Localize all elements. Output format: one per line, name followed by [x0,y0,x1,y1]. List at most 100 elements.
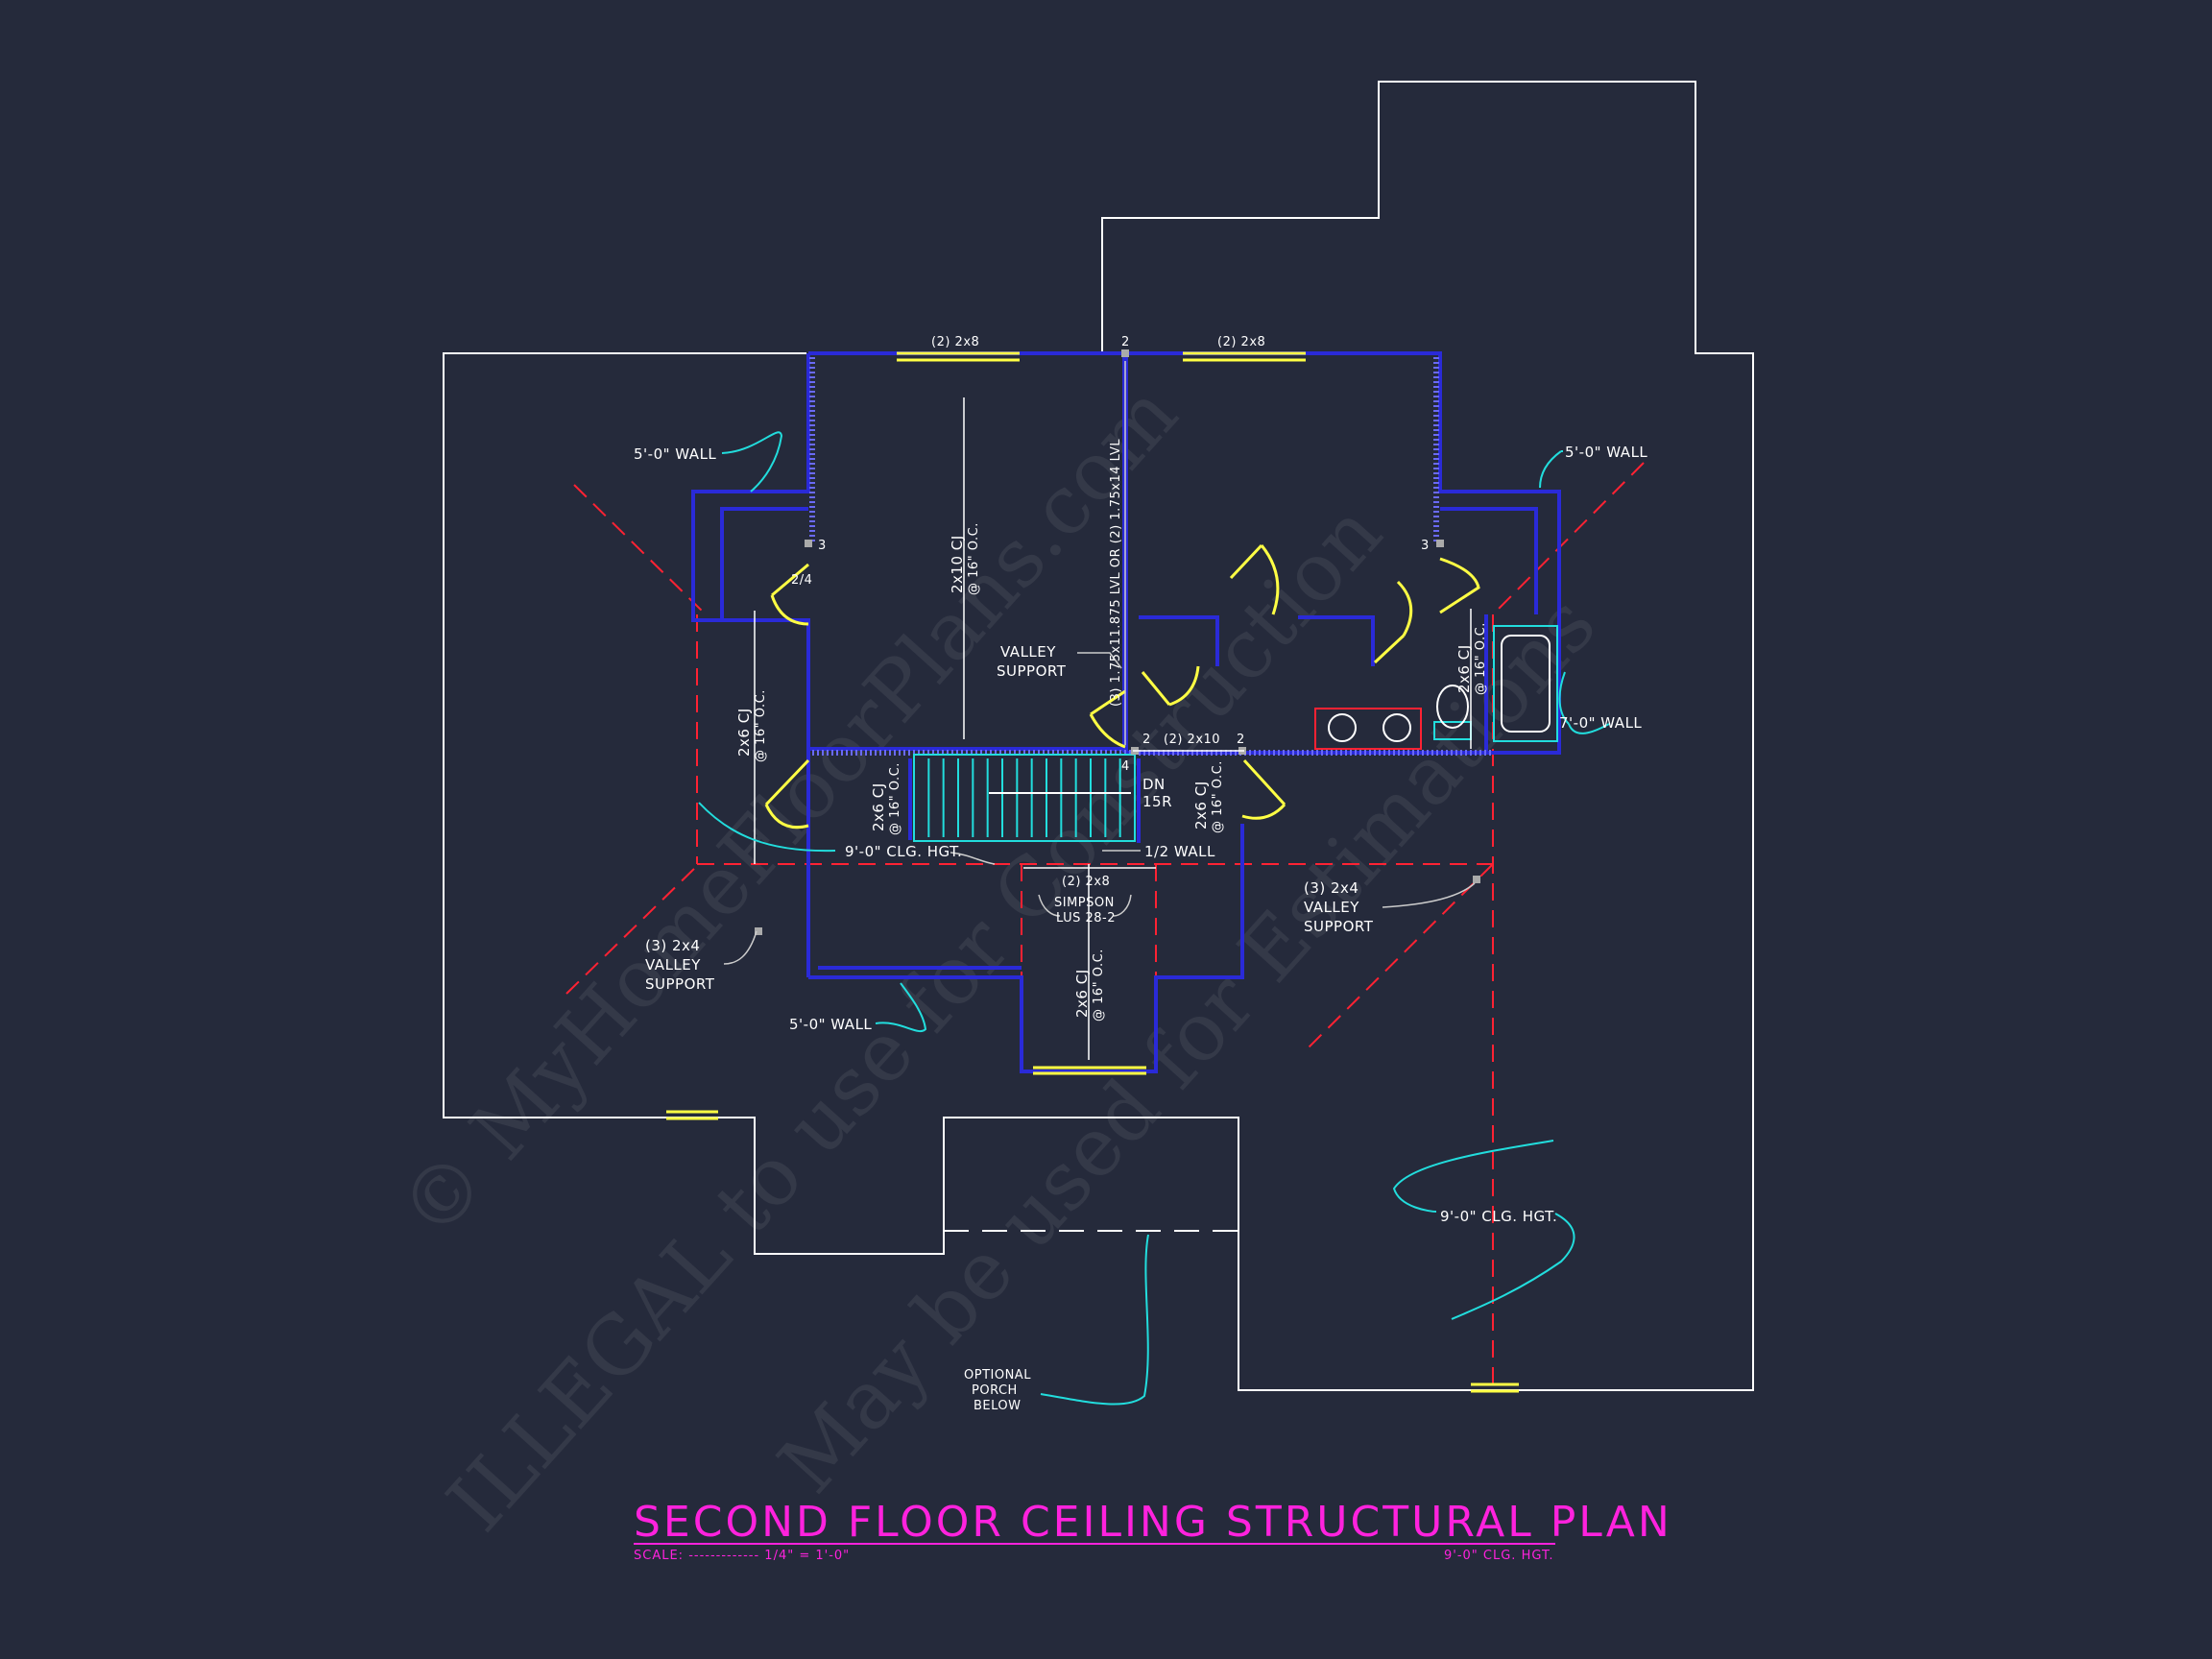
door-left-wing [770,563,809,626]
tub-outer [1493,625,1558,742]
label-valley-support: VALLEY [1000,643,1056,661]
valley-line-upper-left [573,484,707,615]
label-cj-2x6-b: 2x6 CJ [870,782,887,831]
stair-treads [927,758,1121,837]
valley-lines [565,462,1645,1390]
leaders [698,431,1610,1406]
ceiling-height-note: 9'-0" CLG. HGT. [1444,1549,1554,1563]
door-stair-right [1241,758,1286,820]
wall-front-room [808,824,1244,1073]
leader-valley-support [1077,652,1122,669]
stair [913,754,1136,842]
label-wall-bottom: 5'-0" WALL [789,1016,872,1033]
note-leaders [723,652,1476,965]
door-center [1089,689,1126,749]
label-post-3b: 3 [1421,539,1430,553]
title-block: SECOND FLOOR CEILING STRUCTURAL PLAN SCA… [634,1498,1672,1563]
wall-left-wing [691,353,810,758]
hatched-walls [809,357,1494,756]
post-left-wing [805,540,812,547]
wall-left-wing-inner [720,507,808,620]
valley-line-lower-left [565,863,700,995]
door-bedroom-b [1373,580,1413,664]
label-half-wall: 1/2 WALL [1144,843,1215,860]
leader-clg-left [698,802,836,853]
label-simpson-2: LUS 28-2 [1056,911,1116,926]
sink-right [1382,713,1411,742]
label-post-2c: 2 [1237,733,1245,747]
drawing-title: SECOND FLOOR CEILING STRUCTURAL PLAN [634,1498,1672,1547]
label-wall-left: 5'-0" WALL [634,445,716,463]
label-cj-2x6-e: 2x6 CJ [1073,969,1091,1018]
sink-left [1328,713,1357,742]
label-clg-right: 9'-0" CLG. HGT. [1440,1208,1557,1225]
label-porch-3: BELOW [974,1399,1022,1413]
leader-wall-7ft [1558,671,1610,734]
wall-bath [1298,615,1375,666]
leader-valley-right [1382,882,1476,908]
label-cj-2x6-c-oc: @ 16" O.C. [1211,760,1225,833]
post-top-center [1121,349,1129,357]
doors [764,543,1480,830]
roof-outline [443,81,1754,1391]
label-cj-2x6-b-oc: @ 16" O.C. [888,762,902,835]
leader-clg-right [1392,1140,1575,1320]
beams [666,351,1519,1393]
label-wall-right: 5'-0" WALL [1565,444,1647,461]
toilet-bowl [1436,685,1469,729]
door-right-wing [1439,557,1480,614]
label-valley-left-2: VALLEY [645,956,701,974]
label-cj-2x10: 2x10 CJ [949,535,966,593]
leader-simpson [1038,894,1132,917]
span-lines [754,361,1472,1060]
label-beam-2x10: (2) 2x10 [1164,733,1220,747]
label-valley-left-1: (3) 2x4 [645,937,700,954]
label-wall-7ft: 7'-0" WALL [1559,714,1642,732]
label-beam-center: (2) 2x8 [1062,875,1110,889]
label-valley-right-3: SUPPORT [1304,918,1374,935]
label-valley-right-1: (3) 2x4 [1304,879,1358,897]
stair-outline [913,754,1136,842]
label-cj-2x6-e-oc: @ 16" O.C. [1092,949,1106,1022]
label-simpson-1: SIMPSON [1054,896,1115,910]
wall-right-inner [1440,507,1538,614]
bath-fixtures [1314,625,1558,750]
valley-line-lower-right [1307,863,1494,1049]
vanity [1314,708,1422,750]
post-valley-left [755,927,762,935]
label-valley-left-3: SUPPORT [645,975,715,993]
leader-wall-left [721,431,783,493]
label-porch-2: PORCH [972,1383,1018,1398]
leader-clg-left-2 [950,852,996,865]
door-stair-left [764,758,810,830]
post-valley-right [1473,876,1480,883]
label-door-24: 2/4 [791,573,812,588]
door-closet [1141,665,1200,707]
outline-upper-right [443,81,1754,1391]
leader-valley-left [723,930,757,965]
label-post-2b: 2 [1142,733,1151,747]
label-cj-2x6-a-oc: @ 16" O.C. [754,689,768,762]
label-post-4: 4 [1121,759,1130,774]
label-valley-support-2: SUPPORT [997,662,1067,680]
label-cj-2x10-oc: @ 16" O.C. [967,522,981,595]
leader-wall-bottom [875,982,927,1032]
label-cj-2x6-d-oc: @ 16" O.C. [1474,622,1488,695]
label-cj-2x6-a: 2x6 CJ [735,708,753,757]
post-right-wing [1436,540,1444,547]
label-porch-1: OPTIONAL [964,1368,1031,1382]
labels: (2) 2x8 (2) 2x8 2 5'-0" WALL 5'-0" WALL … [634,335,1647,1413]
label-beam-top-left: (2) 2x8 [931,335,979,349]
label-cj-2x6-d: 2x6 CJ [1455,644,1473,693]
tub-inner [1501,635,1551,733]
label-risers: 15R [1142,793,1172,810]
label-beam-top-right: (2) 2x8 [1217,335,1265,349]
wall-closet [1139,615,1219,666]
scale-label: SCALE: ------------- 1/4" = 1'-0" [634,1549,850,1563]
door-bedroom-a [1229,543,1280,615]
label-post-3a: 3 [818,539,827,553]
label-lvl-beam: (3) 1.75x11.875 LVL OR (2) 1.75x14 LVL [1109,439,1123,707]
leader-porch [1040,1234,1149,1406]
